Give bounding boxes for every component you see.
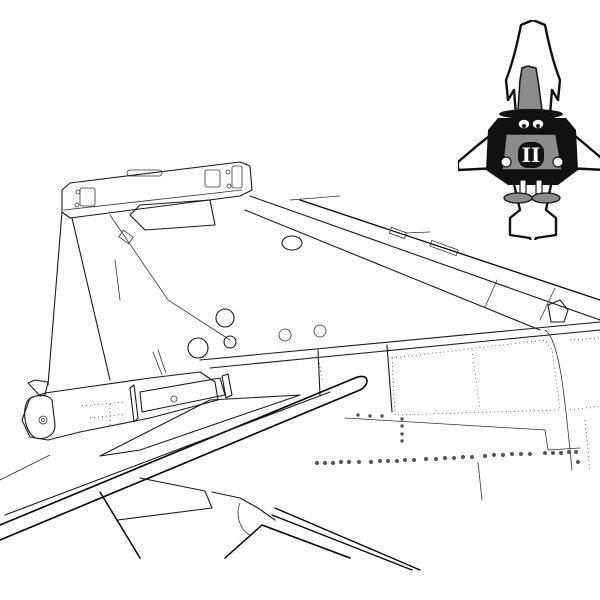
tail-fairing (21, 349, 233, 441)
spook-mascot-phantom-icon: II (458, 20, 600, 240)
rivet-row-lower (315, 413, 580, 501)
badge-label: II (522, 143, 541, 167)
fuselage-body (199, 321, 600, 471)
horizontal-stabilator (0, 375, 368, 541)
vertical-stabilizer (47, 195, 600, 386)
lower-structure (99, 477, 421, 571)
stabilizer-tip (61, 161, 253, 219)
